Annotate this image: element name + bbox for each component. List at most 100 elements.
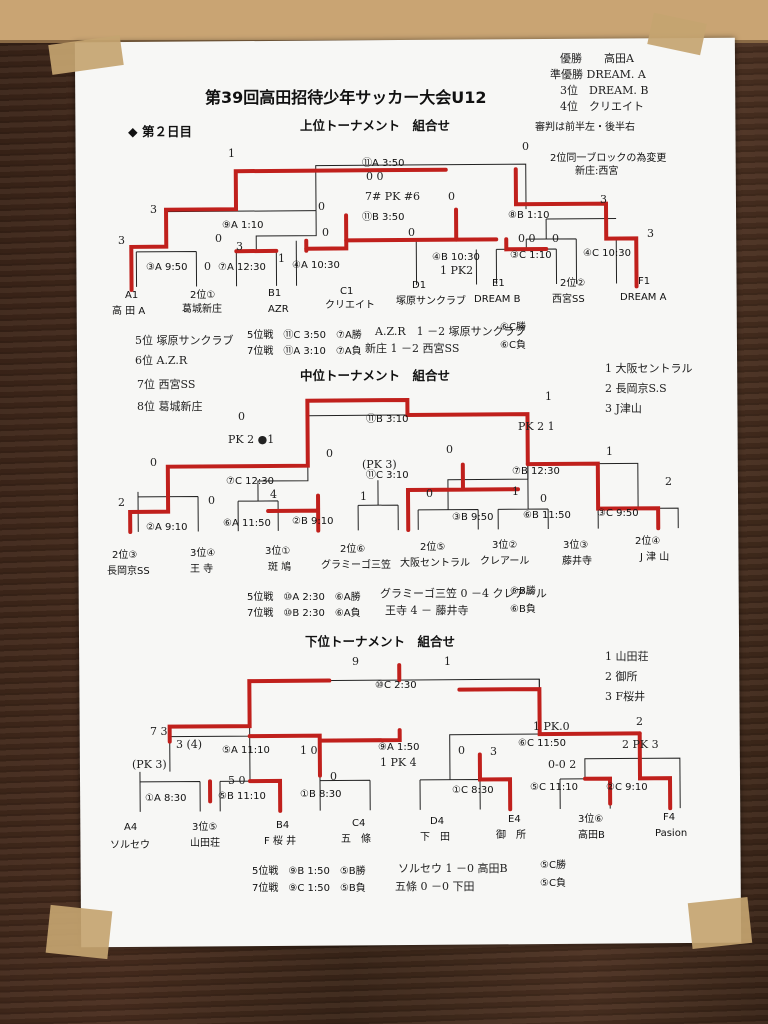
hw-lower-score: 7 3 bbox=[150, 725, 168, 738]
hw-upper-score: 3 bbox=[236, 240, 243, 253]
middle-match-r1-5: ⑥B 11:50 bbox=[523, 510, 571, 521]
hw-upper-score: 1 bbox=[228, 147, 235, 160]
upper-match-r1-5: ③C 1:10 bbox=[510, 250, 552, 261]
lower-team-2: 山田荘 bbox=[190, 838, 220, 849]
hw-upper-score: 3 bbox=[647, 227, 654, 240]
hw-upper-score: 0 bbox=[204, 260, 211, 273]
hw-upper-rank-5: 5位 塚原サンクラブ bbox=[135, 334, 234, 347]
middle-match-final: ⑪B 3:10 bbox=[366, 414, 409, 425]
day-label: ◆ 第２日目 bbox=[128, 124, 192, 139]
lower-match-sf-right: ⑥C 11:50 bbox=[518, 738, 566, 749]
hw-upper-score: 1 bbox=[278, 252, 285, 265]
hw-lower-score: 2 bbox=[636, 715, 643, 728]
hw-middle-score: 0 bbox=[540, 492, 547, 505]
hw-lower-score: 5 0 bbox=[228, 774, 246, 787]
hw-middle-score: 0 bbox=[150, 456, 157, 469]
hw-lower-score: 1 PK 4 bbox=[380, 756, 417, 769]
hw-middle-score: 0 bbox=[446, 443, 453, 456]
tape-bottom-right bbox=[687, 896, 753, 950]
upper-match-r1-3: ④A 10:30 bbox=[292, 260, 340, 271]
tape-bottom-left bbox=[45, 904, 113, 960]
hw-middle-score: 4 bbox=[270, 488, 277, 501]
upper-placement-7: 7位戦 ⑪A 3:10 ⑦A負 bbox=[247, 346, 362, 357]
upper-match-r1-4: ④B 10:30 bbox=[432, 252, 480, 263]
middle-seed-4: 2位⑥ bbox=[340, 544, 366, 555]
referee-note: 審判は前半左・後半右 bbox=[535, 122, 635, 133]
middle-team-2: 王 寺 bbox=[190, 564, 214, 575]
lower-match-r1-2: ⑤B 11:10 bbox=[218, 791, 266, 802]
upper-placement-7b: ⑥C負 bbox=[500, 340, 526, 351]
middle-seed-2: 3位④ bbox=[190, 548, 216, 559]
middle-seed-5: 2位⑤ bbox=[420, 542, 446, 553]
middle-match-r1-2: ⑥A 11:50 bbox=[223, 518, 271, 529]
hw-final-rank-2: 準優勝 DREAM. A bbox=[550, 68, 646, 81]
hw-upper-score: 3 bbox=[600, 193, 607, 206]
hw-lower-score: 2 PK 3 bbox=[622, 738, 659, 751]
lower-seed-4: C4 bbox=[352, 818, 366, 829]
lower-match-sf-mid: ⑨A 1:50 bbox=[378, 742, 420, 753]
upper-heading: 上位トーナメント 組合せ bbox=[300, 118, 451, 133]
upper-team-5: 塚原サンクラブ bbox=[396, 296, 466, 307]
lower-seed-7: 3位⑥ bbox=[578, 814, 604, 825]
lower-seed-1: A4 bbox=[124, 822, 138, 833]
lower-seed-3: B4 bbox=[276, 820, 290, 831]
hw-lower-score: 3 bbox=[490, 745, 497, 758]
bracket-lines bbox=[128, 163, 681, 813]
hw-middle-score: 0 bbox=[426, 487, 433, 500]
hw-middle-score: 1 bbox=[606, 445, 613, 458]
hw-upper-score: 3 bbox=[118, 234, 125, 247]
lower-seed-6: E4 bbox=[508, 814, 521, 825]
hw-lower-score: 0 bbox=[330, 770, 337, 783]
lower-team-3: F 桜 井 bbox=[264, 836, 297, 847]
hw-final-rank-1: 優勝 高田A bbox=[560, 52, 634, 65]
upper-seed-2: 2位① bbox=[190, 290, 216, 301]
bracket-sheet bbox=[74, 37, 742, 948]
upper-team-7: 西宮SS bbox=[552, 294, 585, 305]
hw-upper-score: 0 bbox=[322, 226, 329, 239]
hw-upper-result-7: 新庄 1 －2 西宮SS bbox=[365, 342, 460, 355]
hw-upper-score: 0 bbox=[318, 200, 325, 213]
hw-upper-score: 0 0 bbox=[518, 232, 536, 245]
lower-match-r1-3: ①B 8:30 bbox=[300, 789, 342, 800]
upper-team-8: DREAM A bbox=[620, 292, 667, 303]
hw-lower-score: (PK 3) bbox=[132, 758, 167, 771]
middle-team-1: 長岡京SS bbox=[107, 566, 150, 577]
hw-final-rank-4: 4位 クリエイト bbox=[560, 100, 644, 113]
hw-lower-score: 1 0 bbox=[300, 744, 318, 757]
upper-match-qf-left: ⑨A 1:10 bbox=[222, 220, 264, 231]
middle-placement-7b: ⑥B負 bbox=[510, 604, 536, 615]
hw-upper-rank-7: 7位 西宮SS bbox=[137, 378, 196, 391]
middle-placement-5b: ⑥B勝 bbox=[510, 586, 536, 597]
hw-middle-rank-3: 3 J津山 bbox=[605, 402, 642, 415]
hw-upper-result-5: A.Z.R 1 －2 塚原サンクラブ bbox=[375, 325, 526, 338]
hw-upper-rank-8: 8位 葛城新庄 bbox=[137, 400, 203, 413]
upper-seed-5: D1 bbox=[412, 280, 427, 291]
middle-team-7: 藤井寺 bbox=[562, 556, 592, 567]
upper-placement-5b: ⑥C勝 bbox=[500, 322, 526, 333]
upper-team-6: DREAM B bbox=[474, 294, 521, 305]
hw-middle-score: 2 bbox=[665, 475, 672, 488]
middle-team-8: J 津 山 bbox=[640, 552, 670, 563]
hw-middle-result-5: グラミーゴ三笠 0 －4 クレアール bbox=[380, 587, 547, 600]
hw-middle-score: 1 bbox=[545, 390, 552, 403]
hw-final-rank-3: 3位 DREAM. B bbox=[560, 84, 649, 97]
upper-seed-7: 2位② bbox=[560, 278, 586, 289]
hw-lower-score: 1 PK.0 bbox=[533, 720, 570, 733]
hw-middle-score: 1 bbox=[512, 485, 519, 498]
hw-upper-score: 0 bbox=[408, 226, 415, 239]
lower-team-5: 下 田 bbox=[420, 832, 450, 843]
lower-placement-7b: ⑤C負 bbox=[540, 878, 566, 889]
lower-team-4: 五 條 bbox=[341, 834, 371, 845]
lower-team-1: ソルセウ bbox=[110, 840, 150, 851]
middle-match-r1-6: ③C 9:50 bbox=[597, 508, 639, 519]
hw-lower-rank-3: 3 F桜井 bbox=[605, 690, 646, 703]
hw-upper-score: 3 bbox=[150, 203, 157, 216]
middle-heading: 中位トーナメント 組合せ bbox=[300, 368, 451, 383]
hw-upper-rank-6: 6位 A.Z.R bbox=[135, 354, 188, 367]
lower-match-r1-4: ①C 8:30 bbox=[452, 785, 494, 796]
hw-lower-score: 3 (4) bbox=[176, 738, 203, 751]
lower-heading: 下位トーナメント 組合せ bbox=[305, 634, 456, 649]
hw-upper-score: 0 bbox=[215, 232, 222, 245]
hw-middle-result-7: 王寺 4 － 藤井寺 bbox=[385, 604, 469, 617]
hw-upper-score: 0 bbox=[552, 232, 559, 245]
